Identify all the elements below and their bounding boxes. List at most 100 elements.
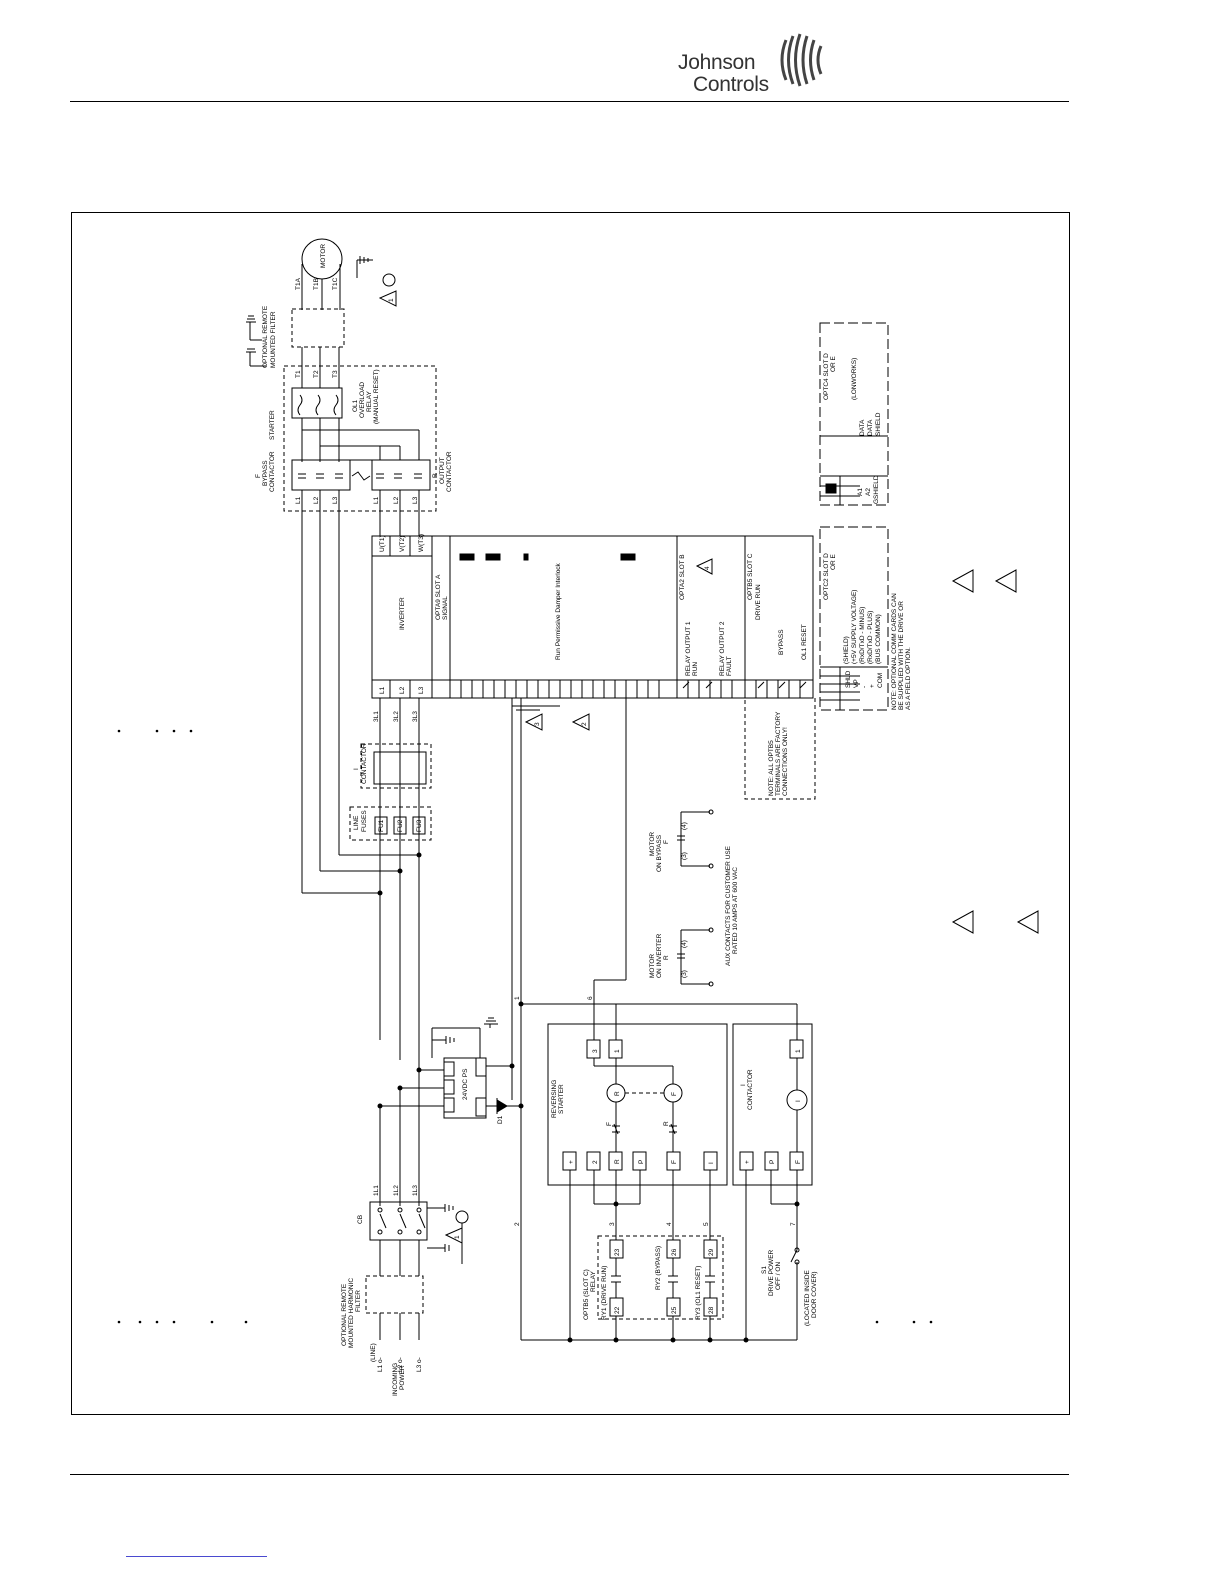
coil-r-label: R bbox=[614, 1091, 621, 1096]
inv-in-3l2: 3L2 bbox=[393, 711, 400, 722]
rev-term-2: 2 bbox=[592, 1160, 599, 1164]
overload-label-3: RELAY bbox=[366, 391, 373, 412]
relay-out2-label-2: FAULT bbox=[726, 656, 733, 676]
bypass-l1: L1 bbox=[295, 496, 302, 504]
t-out-2: T1B bbox=[313, 278, 320, 290]
output-l2: L2 bbox=[393, 496, 400, 504]
ps-label: 24VDC PS bbox=[462, 1068, 469, 1100]
note-optb5-3: CONNECTIONS ONLY! bbox=[782, 727, 789, 796]
wire-7: 7 bbox=[790, 1222, 797, 1226]
optc4-card bbox=[819, 322, 889, 506]
inverter-label: INVERTER bbox=[399, 597, 406, 630]
ry-term-23: 23 bbox=[614, 1248, 621, 1256]
ry1-label: RY1 (DRIVE RUN) bbox=[601, 1266, 608, 1320]
rev-term-plus: + bbox=[568, 1160, 575, 1164]
contactor-box bbox=[732, 1023, 813, 1186]
opt-filter-label-1: OPTIONAL REMOTE bbox=[262, 305, 269, 368]
con-term-f: F bbox=[795, 1160, 802, 1164]
inv-in-l2: L2 bbox=[399, 686, 406, 694]
relay-out1-label-2: RUN bbox=[692, 662, 699, 676]
note-triangle-icon bbox=[951, 569, 974, 593]
logo-swirl-icon bbox=[780, 33, 823, 87]
output-l3: L3 bbox=[412, 496, 419, 504]
harmonic-label-2: MOUNTED HARMONIC bbox=[348, 1278, 355, 1348]
brand-line-2: Controls bbox=[693, 73, 769, 96]
ground-icon bbox=[427, 1204, 454, 1252]
coil-i bbox=[786, 1089, 808, 1111]
cb-in-3: 1L3 bbox=[412, 1185, 419, 1196]
optb5-label: OPTB5 SLOT C bbox=[747, 553, 754, 600]
run-permissive-label: Run Permissive Damper Interlock bbox=[555, 562, 562, 660]
starter-label: STARTER bbox=[269, 410, 276, 440]
ground-icon bbox=[246, 315, 266, 367]
wire-4: 4 bbox=[666, 1222, 673, 1226]
footer-link-underline[interactable] bbox=[126, 1556, 267, 1557]
optc4-label-2: OR E bbox=[830, 355, 837, 372]
con-term-p: P bbox=[769, 1160, 776, 1164]
triangle-num-3: 3 bbox=[534, 722, 541, 726]
motor-label: MOTOR bbox=[320, 244, 327, 268]
optc2-term-4: + bbox=[869, 684, 876, 688]
opta9-label-2: SIGNAL bbox=[442, 596, 449, 620]
triangle-num-4: 4 bbox=[704, 566, 711, 570]
ground-icon bbox=[432, 1017, 498, 1044]
triangle-num-1b: 1 bbox=[454, 1235, 461, 1239]
optc4-desc-2: DATA bbox=[867, 419, 874, 436]
note-triangle-icon bbox=[571, 713, 590, 731]
optc4-term-2: A2 bbox=[865, 488, 872, 496]
ry-term-28: 28 bbox=[708, 1306, 715, 1314]
optc2-label-1: OPTC2 SLOT D bbox=[823, 553, 830, 600]
note-triangle-icon bbox=[994, 569, 1017, 593]
bypass-contactor-label-2: BYPASS bbox=[262, 460, 269, 486]
ry-term-26: 26 bbox=[671, 1248, 678, 1256]
motor-bypass-label-3: F bbox=[663, 840, 670, 844]
footer-rule bbox=[70, 1474, 1069, 1475]
incoming-label-1: INCOMING bbox=[392, 1363, 399, 1396]
cb-label: CB bbox=[357, 1215, 364, 1224]
ground-lug-icon bbox=[455, 1210, 469, 1224]
inv-in-3l3: 3L3 bbox=[412, 711, 419, 722]
inv-out-u: U(T1) bbox=[379, 535, 386, 552]
line-in-label: (LINE) bbox=[370, 1343, 377, 1362]
line-fuses-box bbox=[349, 806, 432, 841]
fuse-fu2 bbox=[393, 816, 407, 835]
s1-loc-2: DOOR COVER) bbox=[811, 1271, 818, 1318]
optc4-desc-1: DATA bbox=[859, 419, 866, 436]
optc2-desc-1: (SHIELD) bbox=[843, 636, 850, 664]
overload-relay bbox=[291, 387, 343, 419]
t-out-1: T1A bbox=[295, 277, 302, 290]
note-triangle-icon bbox=[524, 713, 543, 731]
note-optb5-2: TERMINALS ARE FACTORY bbox=[775, 711, 782, 796]
rev-term-i: I bbox=[708, 1162, 715, 1164]
aux-note-1: AUX CONTACTS FOR CUSTOMER USE bbox=[725, 845, 732, 966]
optc2-desc-4: (RxD/TxD - PLUS) bbox=[867, 611, 874, 664]
ry2-label: RY2 (BYPASS) bbox=[655, 1246, 662, 1290]
output-contactor-label-1: R bbox=[432, 473, 439, 478]
inv-in-3l1: 3L1 bbox=[373, 711, 380, 722]
note-triangle-icon bbox=[378, 290, 397, 307]
overload-label-1: OL1 bbox=[352, 399, 359, 412]
optb5-relay-box bbox=[597, 1235, 724, 1320]
harmonic-filter-box bbox=[365, 1275, 424, 1314]
opta9-label-1: OPTA9 SLOT A bbox=[435, 574, 442, 620]
aux-i-4: (4) bbox=[681, 940, 688, 948]
aux-b-4: (4) bbox=[681, 822, 688, 830]
line-in-l3: L3 o- bbox=[416, 1357, 423, 1372]
harmonic-label-3: FILTER bbox=[355, 1290, 362, 1312]
s1-label-3: OFF / ON bbox=[775, 1262, 782, 1290]
aux-i-3: (3) bbox=[681, 970, 688, 978]
slot-a-terminals bbox=[460, 680, 801, 698]
output-contactor-label-2: OUTPUT bbox=[439, 457, 446, 484]
note-optc-2: BE SUPPLIED WITH THE DRIVE OR bbox=[898, 601, 905, 710]
rev-term-3: 3 bbox=[592, 1049, 599, 1053]
optc4-term-1: A1 bbox=[857, 488, 864, 496]
brand-line-1: Johnson bbox=[678, 51, 756, 74]
t-out-3: T1C bbox=[332, 277, 339, 290]
cb-in-2: 1L2 bbox=[393, 1185, 400, 1196]
diagram-frame bbox=[71, 212, 1070, 1415]
s1-label-2: DRIVE POWER bbox=[768, 1249, 775, 1296]
wire-2: 2 bbox=[514, 1222, 521, 1226]
aux-contact-inverter bbox=[677, 927, 714, 987]
wire-6: 6 bbox=[587, 996, 594, 1000]
fuse-fu2-label: FU2 bbox=[397, 819, 404, 832]
